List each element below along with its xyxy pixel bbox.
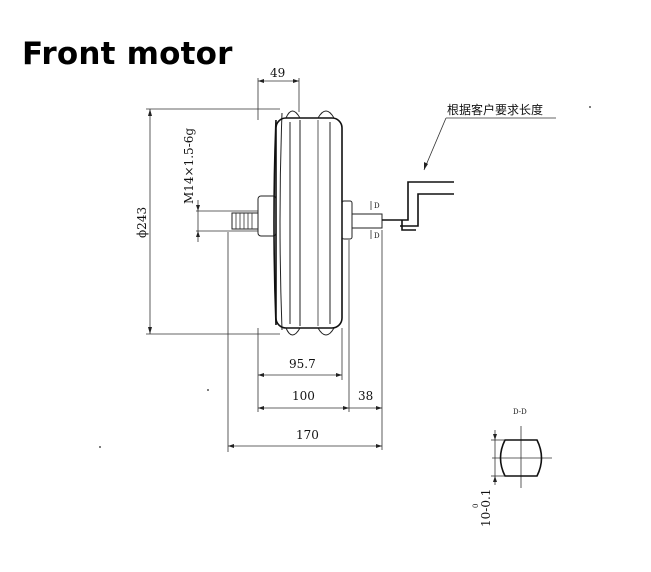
dim-957: 95.7 bbox=[257, 328, 343, 412]
dim-label-49: 49 bbox=[270, 66, 285, 80]
dim-label-170: 170 bbox=[296, 428, 319, 442]
section-markers: D D bbox=[370, 201, 380, 240]
dim-thread: M14×1.5-6g bbox=[182, 128, 258, 242]
page-title: Front motor bbox=[22, 36, 233, 72]
dim-label-100: 100 bbox=[292, 389, 315, 403]
dim-label-flat: 10-0.1 bbox=[479, 489, 493, 527]
dim-label-thread: M14×1.5-6g bbox=[182, 128, 196, 204]
section-label: D-D bbox=[513, 408, 527, 416]
dim-label-957: 95.7 bbox=[289, 357, 316, 371]
dim-label-diameter: ϕ243 bbox=[135, 207, 149, 238]
leader-note: 根据客户要求长度 bbox=[423, 102, 556, 171]
dim-top-49: 49 bbox=[257, 66, 300, 120]
section-mark-upper: D bbox=[374, 202, 380, 210]
motor-body bbox=[231, 110, 454, 336]
section-mark-lower: D bbox=[374, 232, 380, 240]
dim-170: 170 bbox=[227, 232, 382, 452]
note-cn: 根据客户要求长度 bbox=[447, 102, 543, 117]
dim-label-flat-tol: 0 bbox=[472, 504, 480, 508]
dim-100-38: 100 38 bbox=[258, 230, 383, 450]
dim-label-38: 38 bbox=[358, 389, 373, 403]
dim-diameter: ϕ243 bbox=[135, 108, 280, 335]
section-view: D-D 10-0.1 0 bbox=[472, 408, 552, 527]
